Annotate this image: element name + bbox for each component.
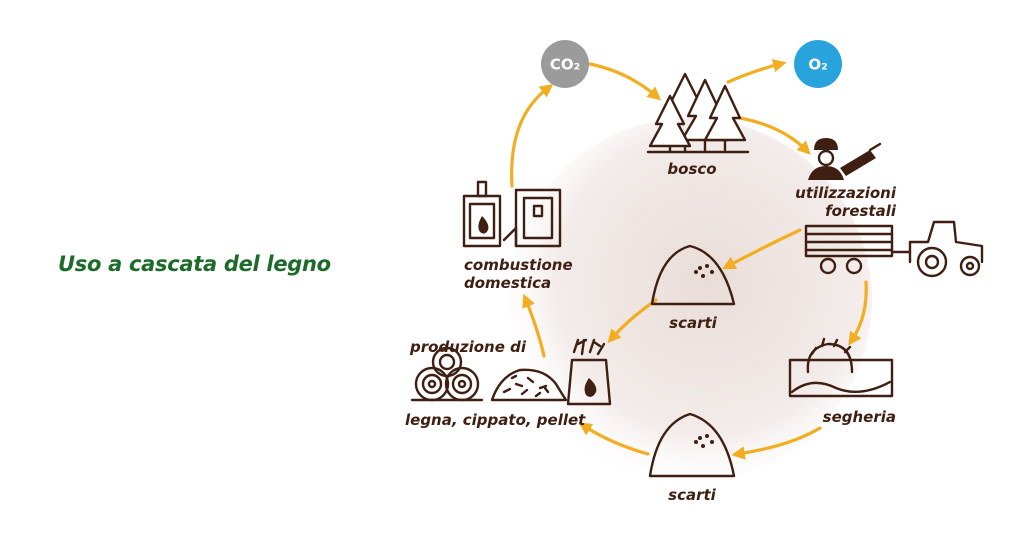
arrow-scarti-to-produzione-bottom (578, 422, 650, 456)
o2-badge: O₂ (794, 40, 842, 88)
forest-icon (646, 72, 750, 154)
arrow-combustione-to-co2 (510, 83, 554, 188)
o2-label: O₂ (808, 56, 827, 74)
label-combustione: combustione (464, 256, 573, 274)
arrow-bosco-to-o2 (726, 59, 787, 84)
label-bosco: bosco (667, 160, 716, 178)
stove-icon (462, 180, 502, 248)
arrow-produzione-to-combustione (522, 293, 546, 358)
arrow-bosco-to-utilizzazioni (738, 116, 811, 155)
tractor-trailer-icon (804, 220, 984, 278)
arrow-utilizzazioni-to-scarti (722, 228, 802, 270)
label-domestica: domestica (464, 274, 551, 292)
arrow-trailer-to-segheria (848, 280, 868, 346)
residue-pile-icon (650, 244, 736, 306)
cycle-arrows (510, 59, 868, 460)
arrow-co2-to-bosco (588, 62, 662, 101)
boiler-icon (502, 188, 562, 248)
label-utilizzazioni: utilizzazioni (795, 184, 897, 202)
co2-badge: CO₂ (541, 40, 589, 88)
label-legna-cippato-pellet: legna, cippato, pellet (405, 411, 586, 429)
residue-pile-icon-bottom (648, 412, 736, 478)
woodchips-icon (490, 368, 568, 402)
co2-label: CO₂ (550, 56, 580, 74)
label-segheria: segheria (823, 408, 896, 426)
lumberjack-icon (808, 138, 882, 180)
label-scarti-top: scarti (669, 314, 718, 332)
pellet-bag-icon (566, 338, 612, 406)
arrow-segheria-to-scarti (731, 426, 822, 460)
label-produzione: produzione di (409, 338, 527, 356)
page-title: Uso a cascata del legno (58, 252, 331, 276)
firewood-icon (410, 346, 484, 402)
label-scarti-bottom: scarti (668, 486, 717, 504)
label-forestali: forestali (825, 202, 897, 220)
sawmill-icon (788, 337, 894, 398)
background-circle (508, 118, 872, 482)
